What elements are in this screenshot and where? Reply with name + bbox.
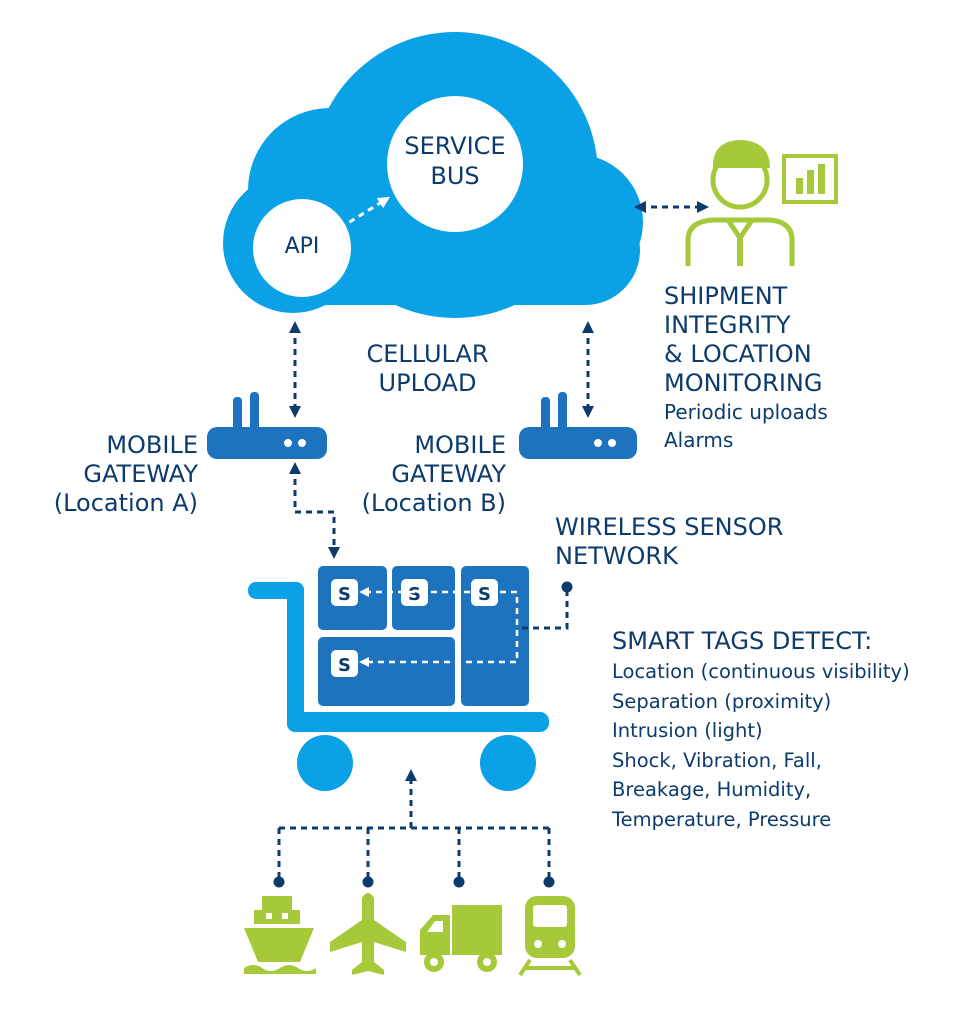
wsn-label: WIRELESS SENSOR NETWORK: [555, 513, 783, 571]
smart-tags-label: SMART TAGS DETECT: Location (continuous …: [612, 627, 910, 834]
service-bus-label: SERVICE BUS: [387, 131, 523, 191]
cellular-line1: CELLULAR: [366, 340, 489, 368]
monitoring-line4: MONITORING: [664, 369, 823, 397]
gateway-to-cart-arrow: [289, 462, 340, 559]
gateway-b-line3: (Location B): [361, 489, 506, 517]
smart-tags-item: Temperature, Pressure: [612, 807, 832, 831]
svg-text:S: S: [338, 655, 351, 676]
monitoring-line3: & LOCATION: [664, 340, 812, 368]
monitoring-line2: INTEGRITY: [664, 311, 791, 339]
cellular-line2: UPLOAD: [378, 369, 477, 397]
bar-chart-icon: [782, 154, 838, 204]
sensor-tag: S: [471, 579, 498, 606]
cart-icon: [248, 582, 549, 791]
train-icon: [518, 896, 582, 977]
smart-tags-item: Shock, Vibration, Fall,: [612, 748, 822, 772]
gateway-b-line2: GATEWAY: [391, 460, 506, 488]
cellular-upload-label: CELLULAR UPLOAD: [345, 340, 510, 398]
smart-tags-item: Breakage, Humidity,: [612, 778, 812, 801]
gateway-a-line1: MOBILE: [106, 431, 198, 459]
transport-connector-tree: [277, 769, 551, 877]
sensor-tag: S: [331, 650, 358, 677]
wsn-pointer-line: [520, 590, 569, 630]
transport-dot: [453, 876, 465, 888]
smart-tags-item: Intrusion (light): [612, 719, 763, 742]
monitoring-label: SHIPMENT INTEGRITY & LOCATION MONITORING…: [664, 282, 828, 454]
transport-dot: [273, 876, 285, 888]
gateway-a-line2: GATEWAY: [83, 460, 198, 488]
gateway-b-label: MOBILE GATEWAY (Location B): [346, 431, 506, 518]
ship-icon: [244, 896, 316, 974]
router-icon: [519, 392, 637, 459]
smart-tags-heading: SMART TAGS DETECT:: [612, 627, 873, 655]
service-bus-circle: [387, 96, 523, 232]
transport-dot: [543, 876, 555, 888]
monitoring-line1: SHIPMENT: [664, 282, 788, 310]
svg-text:S: S: [478, 584, 491, 605]
gateway-b-line1: MOBILE: [414, 431, 506, 459]
router-icon: [207, 392, 327, 459]
gateway-a-line3: (Location A): [53, 489, 198, 517]
service-bus-line1: SERVICE: [404, 132, 506, 160]
airplane-icon: [330, 893, 406, 975]
wsn-pointer-dot: [561, 581, 573, 593]
gateway-a-label: MOBILE GATEWAY (Location A): [38, 431, 198, 518]
smart-tags-item: Separation (proximity): [612, 689, 832, 713]
svg-text:S: S: [338, 584, 351, 605]
api-to-service-bus-arrow: [339, 196, 391, 230]
service-bus-line2: BUS: [430, 162, 480, 190]
api-label: API: [284, 234, 320, 259]
monitoring-detail-alarms: Alarms: [664, 428, 734, 452]
monitoring-detail-periodic: Periodic uploads: [664, 400, 828, 424]
wsn-line2: NETWORK: [555, 542, 678, 570]
analyst-person-icon: [685, 140, 795, 266]
wsn-line1: WIRELESS SENSOR: [555, 513, 784, 541]
truck-icon: [420, 905, 502, 972]
api-circle: [253, 199, 351, 297]
transport-dot: [362, 876, 374, 888]
svg-text:S: S: [408, 584, 421, 605]
smart-tags-item: Location (continuous visibility): [612, 660, 910, 683]
sensor-tag: S: [331, 579, 358, 606]
